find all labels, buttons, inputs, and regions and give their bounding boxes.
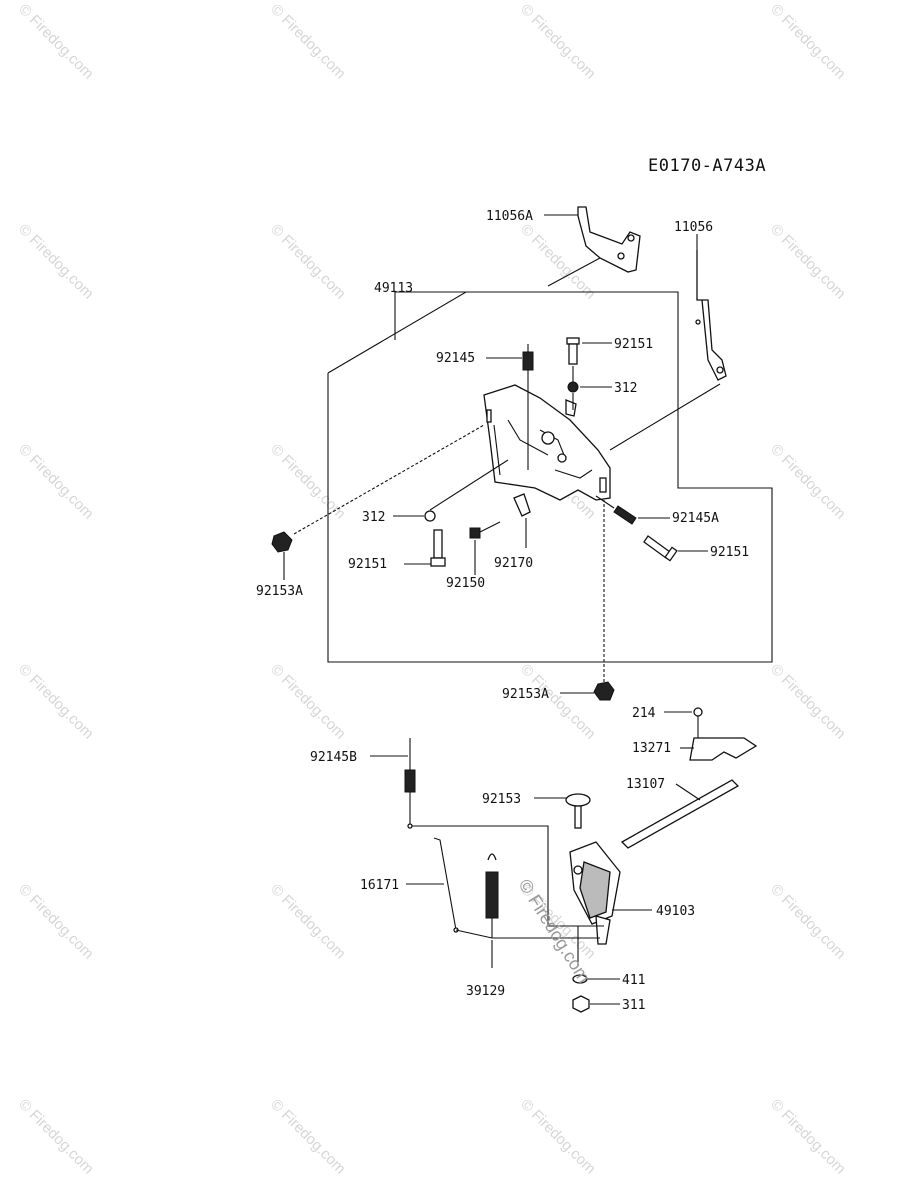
nut-92153A-bottom	[560, 500, 615, 701]
part-labels: 11056A 11056 49113 92145 92151 312 312 9…	[256, 209, 749, 1013]
watermark: © Firedog.com	[267, 1, 349, 83]
watermark: © Firedog.com	[15, 221, 97, 303]
lever-49103	[569, 841, 652, 966]
spring-92145B	[370, 738, 604, 927]
label-92153A-left: 92153A	[256, 584, 303, 599]
watermark: © Firedog.com	[267, 441, 349, 523]
nut-311	[572, 995, 620, 1013]
label-92145A: 92145A	[672, 511, 719, 526]
watermark: © Firedog.com	[267, 1096, 349, 1178]
assembly-outline-49113	[327, 291, 773, 663]
screw-92151-top	[566, 337, 612, 382]
bolt-92153	[534, 793, 591, 829]
label-92145B: 92145B	[310, 750, 357, 765]
label-92153A-bottom: 92153A	[502, 687, 549, 702]
watermark: © Firedog.com	[767, 881, 849, 963]
label-49113: 49113	[374, 281, 413, 296]
label-92151-top: 92151	[614, 337, 653, 352]
spring-92145	[486, 344, 534, 470]
watermark: © Firedog.com	[767, 1, 849, 83]
label-11056: 11056	[674, 220, 713, 235]
nut-312-top	[567, 381, 612, 410]
watermark: © Firedog.com	[767, 661, 849, 743]
watermark: © Firedog.com	[267, 221, 349, 303]
watermark: © Firedog.com	[767, 441, 849, 523]
label-92151-left: 92151	[348, 557, 387, 572]
label-49103: 49103	[656, 904, 695, 919]
label-92151-right: 92151	[710, 545, 749, 560]
nut-92153A-left	[271, 424, 485, 580]
watermark: © Firedog.com	[767, 221, 849, 303]
watermark: © Firedog.com	[517, 1, 599, 83]
label-11056A: 11056A	[486, 209, 533, 224]
bracket-11056A	[544, 206, 641, 287]
watermark: © Firedog.com	[15, 1, 97, 83]
spring-92145A	[595, 495, 670, 525]
label-92153: 92153	[482, 792, 521, 807]
watermark: © Firedog.com	[517, 1096, 599, 1178]
label-13107: 13107	[626, 777, 665, 792]
watermark: © Firedog.com	[15, 881, 97, 963]
screw-92151-right	[643, 535, 708, 562]
diagram-code: E0170-A743A	[648, 156, 766, 176]
washer-411	[572, 974, 620, 984]
lever-92170	[513, 493, 531, 548]
watermark: © Firedog.com	[15, 661, 97, 743]
label-13271: 13271	[632, 741, 671, 756]
label-312-top: 312	[614, 381, 637, 396]
label-92150: 92150	[446, 576, 485, 591]
label-92145: 92145	[436, 351, 475, 366]
watermark-layer: © Firedog.com © Firedog.com © Firedog.co…	[15, 1, 849, 1178]
label-411: 411	[622, 973, 645, 988]
screw-214	[664, 707, 703, 738]
watermark: © Firedog.com	[15, 441, 97, 523]
label-312-left: 312	[362, 510, 385, 525]
label-39129: 39129	[466, 984, 505, 999]
plate-11056	[609, 234, 727, 451]
watermark: © Firedog.com	[267, 881, 349, 963]
spring-39129	[455, 853, 600, 968]
shaft-13107	[620, 779, 740, 849]
control-plate	[483, 384, 611, 501]
label-16171: 16171	[360, 878, 399, 893]
screw-92151-left	[404, 529, 446, 567]
plate-13271	[680, 737, 758, 761]
bolt-92150	[469, 521, 501, 575]
nut-312-left	[393, 459, 509, 522]
watermark: © Firedog.com	[267, 661, 349, 743]
rod-16171	[406, 837, 459, 933]
label-311: 311	[622, 998, 645, 1013]
watermark: © Firedog.com	[767, 1096, 849, 1178]
watermark: © Firedog.com	[15, 1096, 97, 1178]
label-92170: 92170	[494, 556, 533, 571]
label-214: 214	[632, 706, 656, 721]
